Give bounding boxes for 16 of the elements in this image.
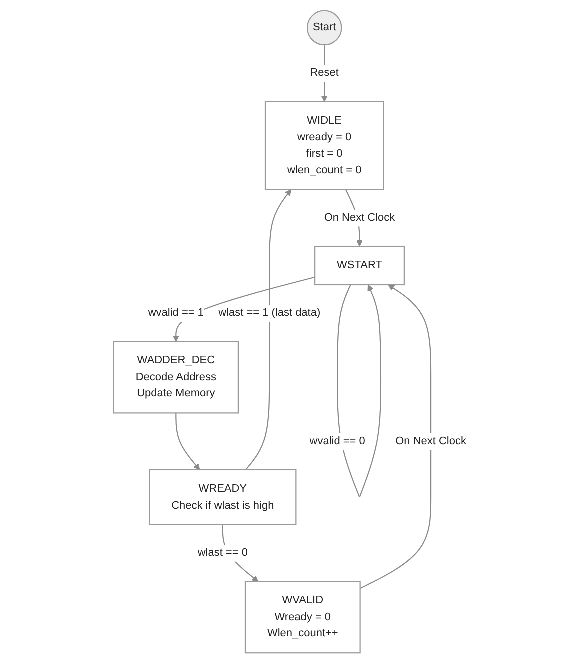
node-box: WIDLE wready = 0 first = 0 wlen_count = 0 bbox=[264, 101, 384, 190]
edge-label: Reset bbox=[310, 66, 339, 80]
node-box: WREADY Check if wlast is high bbox=[148, 469, 297, 526]
node-box: WVALID Wready = 0 Wlen_count++ bbox=[244, 581, 361, 654]
edge-label: wlast == 1 (last data) bbox=[218, 306, 320, 320]
edge-label: wvalid == 0 bbox=[310, 434, 366, 448]
arrow bbox=[245, 189, 292, 470]
edge-label: wvalid == 1 bbox=[148, 306, 204, 320]
arrow bbox=[360, 284, 432, 590]
node-circle: Start bbox=[306, 10, 342, 46]
node-box: WADDER_DEC Decode Address Update Memory bbox=[113, 341, 239, 414]
node-box: WSTART bbox=[314, 246, 405, 286]
edge-label: On Next Clock bbox=[324, 211, 395, 224]
edge-label: On Next Clock bbox=[395, 434, 466, 448]
arrow bbox=[175, 413, 200, 470]
edge-label: wlast == 0 bbox=[198, 546, 248, 559]
